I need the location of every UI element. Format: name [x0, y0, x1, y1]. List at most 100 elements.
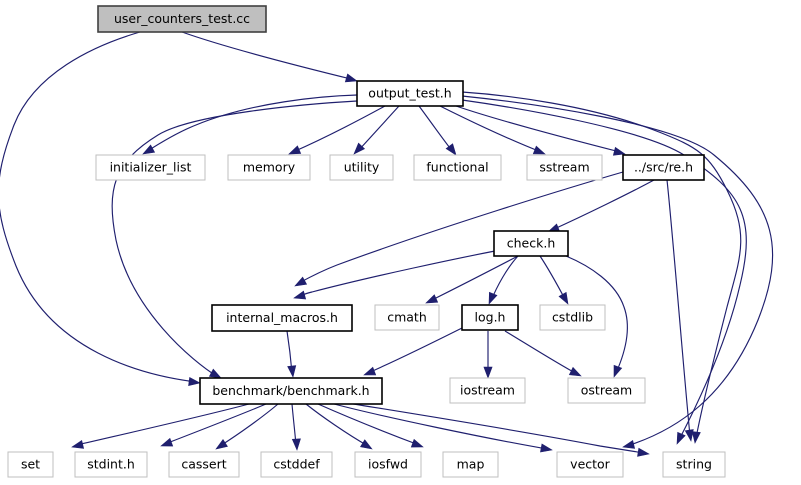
edge-benchmark_benchmark_h-to-set	[76, 403, 250, 446]
edge-output_test_h-to-string	[461, 91, 742, 439]
node-string[interactable]: string	[662, 451, 726, 478]
edge-output_test_h-to-string-arrowhead	[691, 431, 701, 444]
edge-output_test_h-to-string	[461, 99, 747, 441]
node-box-src_re_h[interactable]	[622, 154, 705, 181]
node-vector[interactable]: vector	[556, 451, 624, 478]
edge-output_test_h-to-sstream-arrowhead	[532, 145, 546, 155]
edge-internal_macros_h-to-benchmark_benchmark_h-arrowhead	[287, 365, 297, 378]
node-box-memory[interactable]	[227, 154, 311, 181]
node-cstdlib[interactable]: cstdlib	[539, 304, 606, 331]
node-check_h[interactable]: check.h	[493, 230, 569, 257]
node-box-sstream[interactable]	[526, 154, 603, 181]
edge-output_test_h-to-src_re_h-arrowhead	[612, 146, 626, 156]
node-box-set[interactable]	[7, 451, 54, 478]
node-box-check_h[interactable]	[493, 230, 569, 257]
edge-output_test_h-to-benchmark_benchmark_h	[111, 100, 358, 378]
node-box-iostream[interactable]	[449, 377, 526, 404]
node-internal_macros_h[interactable]: internal_macros.h	[211, 304, 353, 332]
node-box-benchmark_benchmark_h[interactable]	[199, 377, 383, 405]
edge-check_h-to-cstdlib	[539, 255, 567, 302]
edge-log_h-to-iostream-arrowhead	[483, 366, 493, 379]
edge-user_counters_test_cc-to-benchmark_benchmark_h-arrowhead	[188, 376, 201, 386]
edge-user_counters_test_cc-to-output_test_h-arrowhead	[344, 73, 358, 83]
node-utility[interactable]: utility	[329, 154, 394, 181]
node-box-user_counters_test_cc[interactable]	[97, 5, 267, 33]
node-cstddef[interactable]: cstddef	[260, 451, 333, 478]
edge-output_test_h-to-string-arrowhead	[676, 431, 686, 445]
node-set[interactable]: set	[7, 451, 54, 478]
edge-output_test_h-to-memory	[292, 105, 386, 153]
edge-benchmark_benchmark_h-to-vector-arrowhead	[540, 443, 553, 453]
edge-output_test_h-to-utility	[356, 105, 400, 153]
edge-check_h-to-cmath-arrowhead	[425, 294, 439, 304]
node-iostream[interactable]: iostream	[449, 377, 526, 404]
edge-src_re_h-to-string	[666, 179, 691, 437]
edge-output_test_h-to-benchmark_benchmark_h-arrowhead	[208, 368, 222, 379]
edge-check_h-to-cmath	[429, 255, 519, 302]
edge-benchmark_benchmark_h-to-cassert	[219, 403, 279, 447]
node-cassert[interactable]: cassert	[168, 451, 240, 478]
node-box-log_h[interactable]	[461, 304, 519, 331]
edge-output_test_h-to-sstream	[439, 105, 542, 153]
node-box-vector[interactable]	[556, 451, 624, 478]
node-box-map[interactable]	[442, 451, 499, 478]
edge-output_test_h-to-functional	[418, 105, 454, 153]
node-iosfwd[interactable]: iosfwd	[354, 451, 422, 478]
edge-check_h-to-log_h-arrowhead	[488, 291, 498, 305]
node-map[interactable]: map	[442, 451, 499, 478]
edge-benchmark_benchmark_h-to-iosfwd	[305, 403, 369, 447]
edge-log_h-to-benchmark_benchmark_h	[367, 327, 463, 374]
node-box-cassert[interactable]	[168, 451, 240, 478]
node-output_test_h[interactable]: output_test.h	[356, 80, 464, 107]
node-benchmark_benchmark_h[interactable]: benchmark/benchmark.h	[199, 377, 383, 405]
edge-check_h-to-ostream-arrowhead	[613, 364, 623, 378]
node-box-cstddef[interactable]	[260, 451, 333, 478]
edge-user_counters_test_cc-to-output_test_h	[181, 31, 356, 81]
node-box-stdint_h[interactable]	[74, 451, 148, 478]
node-box-output_test_h[interactable]	[356, 80, 464, 107]
node-box-functional[interactable]	[413, 154, 502, 181]
node-box-utility[interactable]	[329, 154, 394, 181]
node-initializer_list[interactable]: initializer_list	[95, 154, 206, 181]
edge-output_test_h-to-utility-arrowhead	[353, 142, 366, 155]
edge-log_h-to-ostream	[504, 330, 578, 375]
edge-src_re_h-to-string-arrowhead	[684, 429, 694, 442]
node-functional[interactable]: functional	[413, 154, 502, 181]
node-src_re_h[interactable]: ../src/re.h	[622, 154, 705, 181]
node-user_counters_test_cc[interactable]: user_counters_test.cc	[97, 5, 267, 33]
edge-check_h-to-internal_macros_h	[298, 250, 496, 297]
edge-output_test_h-to-initializer_list	[145, 94, 358, 153]
node-box-string[interactable]	[662, 451, 726, 478]
edge-check_h-to-internal_macros_h-arrowhead	[293, 290, 307, 300]
edge-benchmark_benchmark_h-to-map	[317, 403, 420, 446]
edge-src_re_h-to-internal_macros_h	[298, 171, 624, 284]
edge-output_test_h-to-src_re_h	[455, 105, 621, 153]
edge-check_h-to-ostream	[565, 255, 628, 374]
node-box-internal_macros_h[interactable]	[211, 304, 353, 332]
edge-benchmark_benchmark_h-to-stdint_h	[164, 403, 267, 445]
node-box-cmath[interactable]	[374, 304, 440, 331]
edge-benchmark_benchmark_h-to-iosfwd-arrowhead	[359, 439, 373, 450]
edge-benchmark_benchmark_h-to-map-arrowhead	[410, 438, 424, 448]
node-cmath[interactable]: cmath	[374, 304, 440, 331]
edge-check_h-to-cstdlib-arrowhead	[558, 291, 569, 305]
node-memory[interactable]: memory	[227, 154, 311, 181]
node-sstream[interactable]: sstream	[526, 154, 603, 181]
node-box-ostream[interactable]	[567, 377, 646, 404]
node-box-iosfwd[interactable]	[354, 451, 422, 478]
edge-output_test_h-to-vector-arrowhead	[622, 439, 636, 449]
node-stdint_h[interactable]: stdint.h	[74, 451, 148, 478]
node-box-cstdlib[interactable]	[539, 304, 606, 331]
edge-user_counters_test_cc-to-benchmark_benchmark_h	[0, 31, 197, 383]
edge-benchmark_benchmark_h-to-cassert-arrowhead	[215, 439, 228, 450]
edge-output_test_h-to-memory-arrowhead	[288, 145, 302, 155]
node-ostream[interactable]: ostream	[567, 377, 646, 404]
node-log_h[interactable]: log.h	[461, 304, 519, 331]
edge-benchmark_benchmark_h-to-cstddef-arrowhead	[291, 438, 301, 451]
edge-output_test_h-to-initializer_list-arrowhead	[142, 144, 156, 155]
edge-benchmark_benchmark_h-to-string-arrowhead	[637, 447, 650, 457]
node-box-initializer_list[interactable]	[95, 154, 206, 181]
edge-output_test_h-to-functional-arrowhead	[445, 143, 457, 156]
